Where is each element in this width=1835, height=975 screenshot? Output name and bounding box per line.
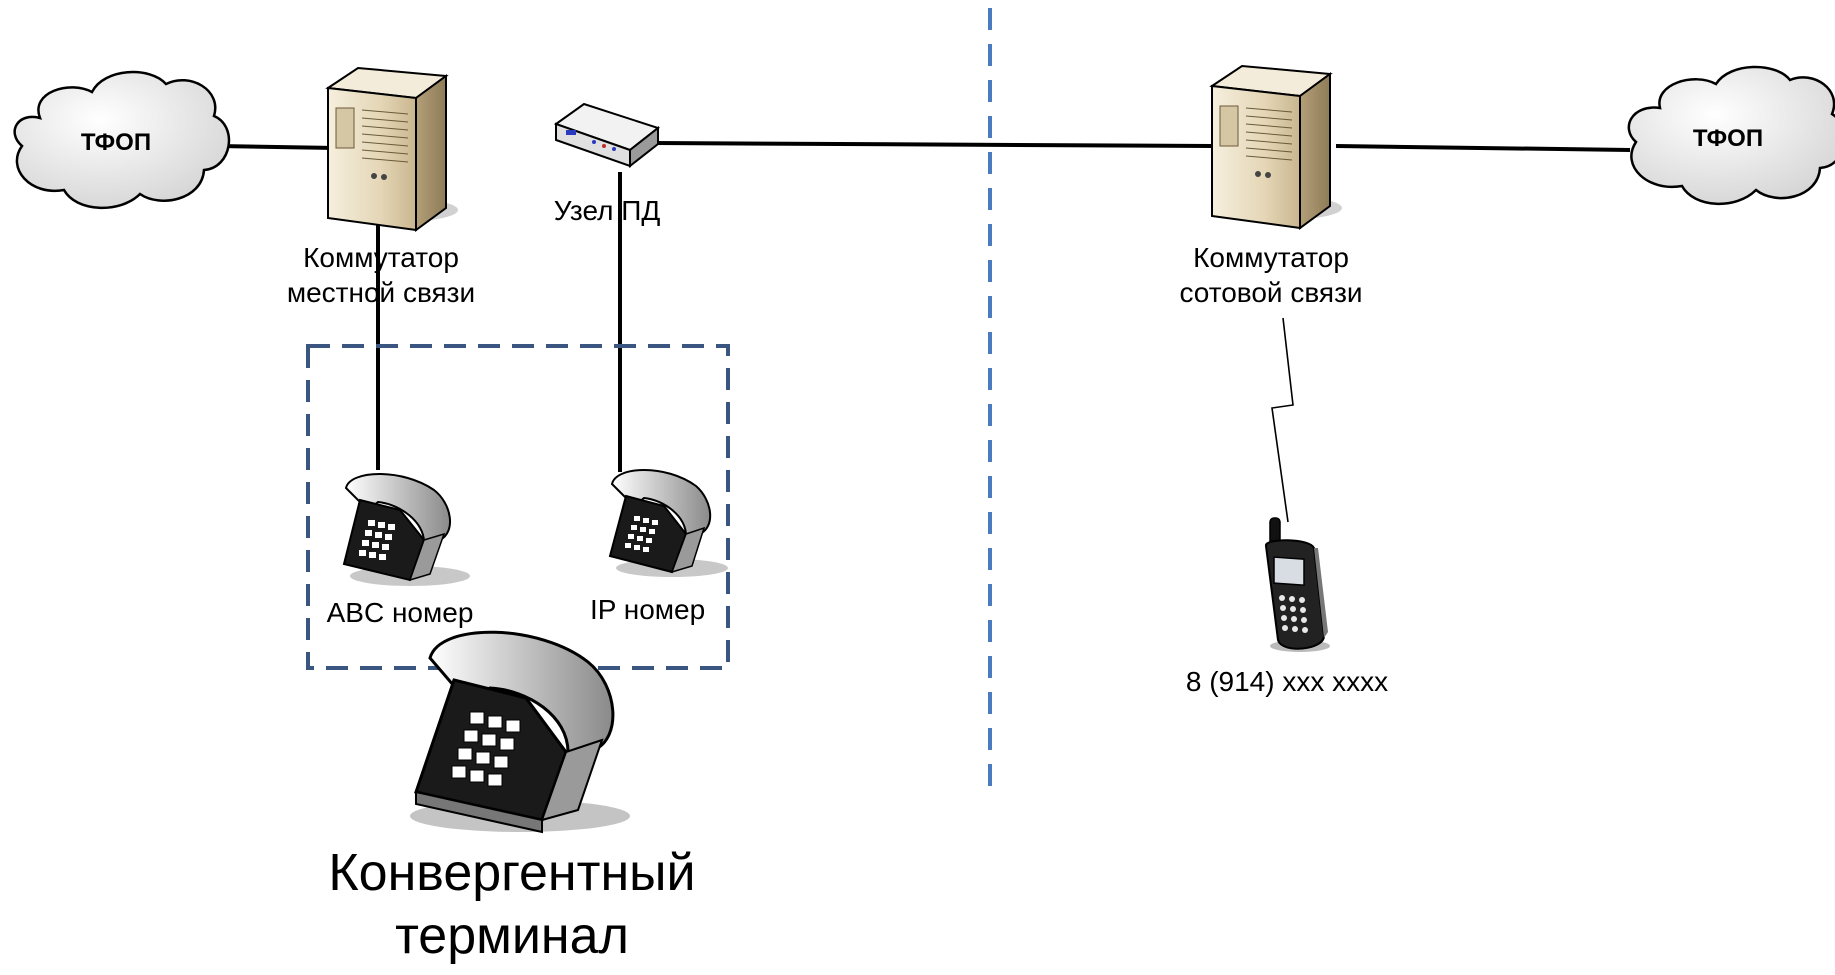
ip-phone-icon [608, 469, 728, 577]
mobile-number-label: 8 (914) xxx xxxx [1185, 666, 1389, 697]
cellular-switch-label-line1: Коммутатор [1193, 242, 1349, 273]
cloud-left-icon [13, 70, 231, 209]
ip-number-label: IP номер [590, 594, 706, 625]
data-node-router-icon [553, 102, 661, 169]
mobile-phone-icon [1265, 517, 1330, 652]
cloud-left-label: ТФОП [80, 129, 152, 156]
local-switch-label: Коммутатор местной связи [262, 240, 500, 310]
abc-phone-icon [342, 473, 470, 586]
cloud-right-label: ТФОП [1692, 125, 1764, 152]
cellular-switch-label: Коммутатор сотовой связи [1152, 240, 1390, 310]
cellular-switch-label-line2: сотовой связи [1179, 277, 1363, 308]
local-switch-label-line1: Коммутатор [303, 242, 459, 273]
link-node-to-cellular-switch [654, 141, 1213, 148]
cloud-right-icon [1627, 65, 1835, 205]
data-node-label: Узел ПД [553, 195, 661, 226]
link-cloud-left-to-local-switch [217, 144, 337, 150]
local-switch-label-line2: местной связи [286, 277, 476, 308]
converged-terminal-phone-icon [410, 630, 630, 834]
link-cellular-switch-to-cloud-right [1335, 144, 1631, 152]
converged-terminal-label-line2: терминал [395, 907, 629, 966]
converged-terminal-label-line1: Конвергентный [328, 844, 696, 902]
converged-terminal-label: Конвергентный терминал [270, 842, 754, 969]
cellular-switch-server-icon [1209, 64, 1342, 230]
wireless-link [1271, 317, 1294, 523]
local-switch-server-icon [325, 66, 458, 232]
abc-number-label: ABC номер [326, 597, 474, 628]
